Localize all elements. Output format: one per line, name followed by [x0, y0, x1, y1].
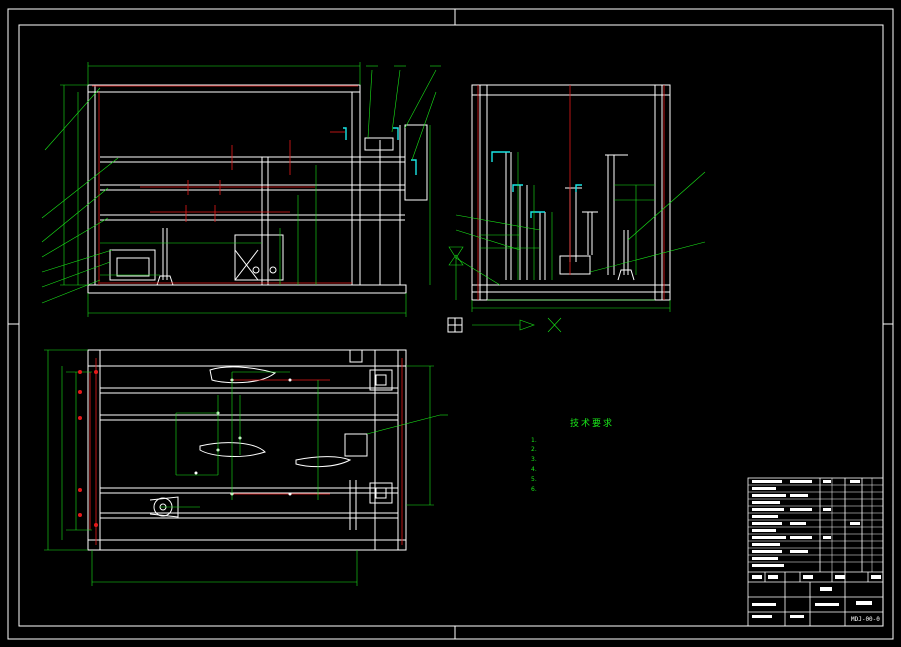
inner-frame: [18, 24, 884, 627]
technical-requirement-1: 1.: [531, 437, 537, 444]
top-view-dimensions: [44, 349, 448, 586]
top-view-pins: [78, 370, 98, 527]
top-view: [87, 349, 407, 551]
title-block-rows: [748, 478, 883, 572]
top-view-centerlines: [89, 358, 403, 545]
front-view: [87, 84, 428, 294]
technical-requirement-4: 4.: [531, 466, 537, 473]
technical-requirement-5: 5.: [531, 476, 537, 483]
side-view-dimensions: [448, 152, 706, 333]
title-block-fills: [752, 480, 881, 618]
technical-requirement-6: 6.: [531, 486, 537, 493]
side-view: [471, 84, 671, 301]
front-view-cyan: [343, 127, 417, 175]
top-view-points: [194, 378, 292, 496]
side-view-datum-box: [447, 317, 463, 333]
side-view-centerlines: [477, 85, 665, 300]
front-view-dimensions: [41, 62, 441, 317]
title-block: [747, 477, 884, 627]
technical-requirement-2: 2.: [531, 446, 537, 453]
technical-requirements-title: 技术要求: [570, 419, 615, 429]
front-view-centerlines: [92, 85, 358, 285]
drawing-number: MDJ-00-0: [851, 616, 880, 623]
centering-marks: [8, 9, 893, 639]
technical-requirement-3: 3.: [531, 456, 537, 463]
side-view-cyan: [491, 151, 582, 218]
